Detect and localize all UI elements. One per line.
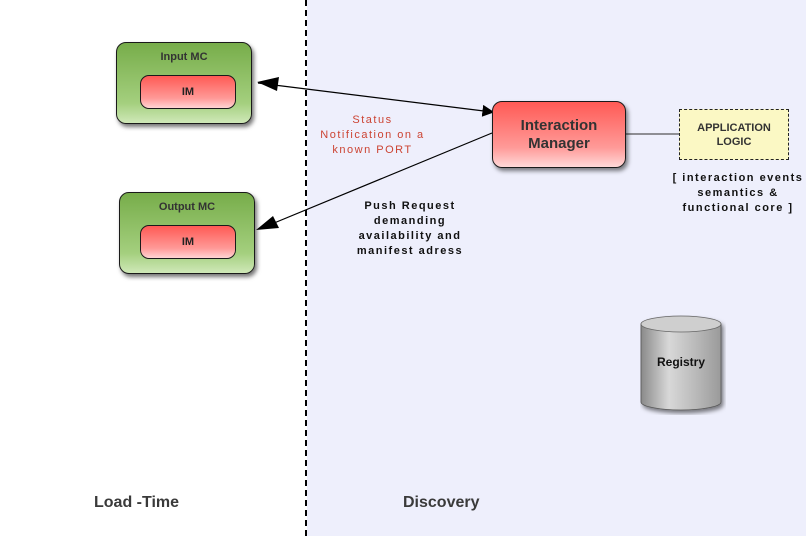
push-request-note: Push Request demanding availability and … (345, 199, 475, 259)
app-logic-note-line: semantics & (697, 187, 779, 199)
push-arrow (261, 132, 493, 229)
output-mc-title: Output MC (158, 201, 216, 213)
push-note-line: manifest adress (356, 245, 464, 257)
status-arrowhead (257, 77, 279, 91)
discovery-label: Discovery (403, 494, 480, 511)
app-logic-note-line: [ interaction events (672, 172, 804, 184)
status-notification-note: Status Notification on a known PORT (310, 113, 435, 158)
input-mc-box[interactable]: Input MC IM (116, 42, 252, 124)
phase-divider (305, 0, 307, 536)
push-arrowhead (256, 216, 279, 230)
application-logic-note: [ interaction events semantics & functio… (663, 171, 806, 216)
discovery-region (307, 0, 806, 536)
input-mc-im-box[interactable]: IM (140, 75, 236, 109)
database-cylinder-icon (640, 315, 722, 411)
push-note-line: demanding (373, 215, 447, 227)
app-logic-note-line: functional core ] (682, 202, 794, 214)
interaction-manager-line: Manager (528, 134, 590, 152)
status-note-line: Notification on a (320, 129, 425, 141)
output-mc-im-box[interactable]: IM (140, 225, 236, 259)
input-mc-title: Input MC (160, 51, 208, 63)
output-mc-box[interactable]: Output MC IM (119, 192, 255, 274)
interaction-manager-line: Interaction (520, 116, 598, 134)
push-note-line: availability and (358, 230, 462, 242)
application-logic-line: APPLICATION (697, 121, 771, 134)
status-note-line: Status (352, 114, 393, 126)
interaction-manager-box[interactable]: Interaction Manager (492, 101, 626, 168)
application-logic-box[interactable]: APPLICATION LOGIC (679, 109, 789, 160)
registry-database[interactable]: Registry (640, 315, 722, 411)
registry-label: Registry (656, 355, 706, 369)
status-arrow (257, 82, 495, 117)
load-time-label: Load -Time (94, 494, 180, 511)
status-note-line: known PORT (332, 144, 413, 156)
application-logic-line: LOGIC (716, 135, 752, 148)
push-note-line: Push Request (364, 200, 456, 212)
